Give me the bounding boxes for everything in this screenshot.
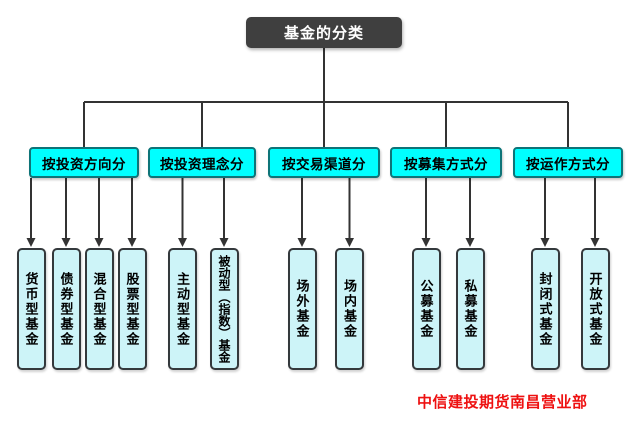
leaf-label: 场内基金 — [342, 279, 357, 339]
root-node-fund-classification: 基金的分类 — [246, 17, 402, 48]
node-exchange-fund: 场内基金 — [335, 248, 364, 370]
branding-watermark: 中信建投期货南昌营业部 — [417, 394, 588, 411]
leaf-label: 场外基金 — [294, 279, 310, 339]
leaf-label: 被动型（指数）基金 — [217, 255, 231, 363]
node-private-fund: 私募基金 — [455, 248, 485, 370]
category-label: 按运作方式分 — [526, 156, 610, 172]
node-currency-fund: 货币型基金 — [16, 248, 46, 370]
category-label: 按交易渠道分 — [282, 156, 366, 172]
category-operation-mode: 按运作方式分 — [513, 147, 623, 178]
arrowhead-icons — [26, 238, 600, 247]
node-open-end-fund: 开放式基金 — [580, 248, 610, 370]
leaf-label: 混合型基金 — [91, 271, 107, 347]
node-otc-fund: 场外基金 — [287, 248, 317, 370]
leaf-label: 债券型基金 — [58, 271, 74, 347]
node-public-fund: 公募基金 — [411, 248, 441, 370]
leaf-label: 股票型基金 — [124, 271, 140, 347]
leaf-label: 开放式基金 — [587, 271, 603, 347]
category-fundraising-method: 按募集方式分 — [390, 147, 502, 178]
root-title: 基金的分类 — [283, 25, 364, 42]
leaf-label: 货币型基金 — [23, 271, 39, 347]
category-label: 按投资理念分 — [160, 156, 244, 172]
category-investment-philosophy: 按投资理念分 — [148, 147, 256, 178]
node-active-fund: 主动型基金 — [168, 248, 197, 370]
leaf-label: 公募基金 — [418, 279, 434, 339]
leaf-label: 主动型基金 — [175, 271, 190, 347]
category-label: 按募集方式分 — [404, 156, 488, 172]
node-stock-fund: 股票型基金 — [117, 248, 147, 370]
node-bond-fund: 债券型基金 — [51, 248, 81, 370]
category-investment-direction: 按投资方向分 — [29, 147, 139, 178]
category-label: 按投资方向分 — [42, 156, 126, 172]
node-closed-end-fund: 封闭式基金 — [530, 248, 560, 370]
leaf-label: 私募基金 — [462, 279, 478, 339]
node-passive-index-fund: 被动型（指数）基金 — [209, 248, 239, 370]
leaf-label: 封闭式基金 — [537, 271, 553, 347]
node-hybrid-fund: 混合型基金 — [84, 248, 114, 370]
category-trading-channel: 按交易渠道分 — [268, 147, 380, 178]
